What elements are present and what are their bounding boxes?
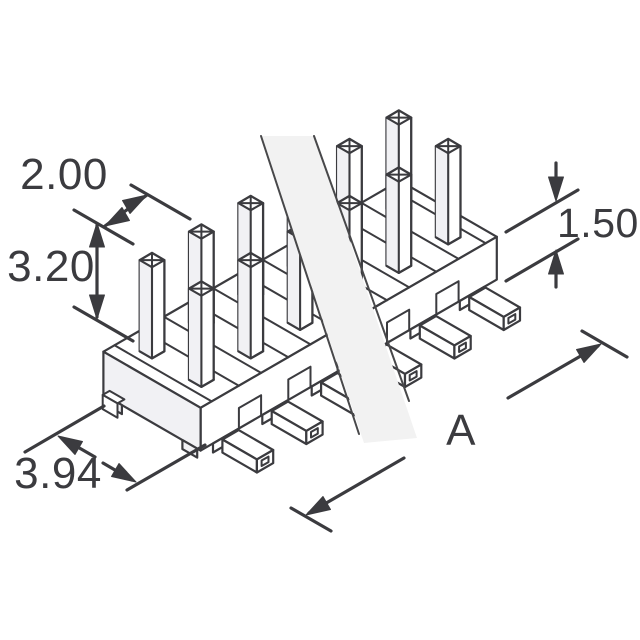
pin-left-face xyxy=(189,288,202,387)
lead-end-face xyxy=(453,334,472,360)
pin-edge xyxy=(397,173,413,183)
ext-line xyxy=(129,183,192,221)
break-band-right-edge xyxy=(313,135,410,402)
smt-leads xyxy=(221,286,522,474)
pin-edge xyxy=(200,230,215,240)
arrowhead xyxy=(89,294,105,320)
pin-edge xyxy=(397,264,413,274)
pin-edge xyxy=(447,236,462,246)
dim-pitch-label: 2.00 xyxy=(20,150,108,199)
pin-left-face xyxy=(386,174,399,273)
pin-edge xyxy=(447,145,462,155)
pin-edge xyxy=(434,145,450,155)
lead-channel-opening xyxy=(507,313,517,325)
pin-edge xyxy=(138,350,154,360)
pin-edge xyxy=(200,287,215,297)
dim-pin-height-label: 3.20 xyxy=(7,242,95,291)
ext-line xyxy=(23,404,106,454)
dim-body-height-label: 1.50 xyxy=(557,200,639,246)
pin-edge xyxy=(200,378,215,388)
pin-edge xyxy=(187,230,203,240)
pin-edge xyxy=(348,202,363,212)
arrowhead xyxy=(548,249,564,275)
dim-body-depth-label: 3.94 xyxy=(14,449,102,498)
pin-left-face xyxy=(287,231,301,330)
pin-edge xyxy=(187,378,203,388)
arrowhead xyxy=(576,343,602,363)
lead-channel-opening xyxy=(408,370,418,382)
pin-edge xyxy=(385,173,400,183)
ext-line xyxy=(580,329,629,359)
front-notch xyxy=(287,365,312,401)
pin-left-face xyxy=(139,260,152,359)
pin-edge xyxy=(237,202,252,212)
lead-channel-opening xyxy=(310,427,319,439)
back-lead-tab-side xyxy=(101,393,119,419)
ext-line xyxy=(504,237,580,283)
pin-edge xyxy=(150,259,166,269)
arrowhead xyxy=(89,222,105,248)
dimension-lines xyxy=(23,161,629,533)
front-notch xyxy=(435,280,460,315)
ext-line xyxy=(504,188,580,234)
pin-edge xyxy=(348,145,363,155)
lead-channel-opening xyxy=(260,455,270,467)
front-notch xyxy=(386,308,411,344)
pin-edge xyxy=(150,350,166,360)
connector-isometric-art xyxy=(23,109,629,533)
top-groove xyxy=(113,344,213,403)
pin-left-face xyxy=(435,146,449,245)
pin-edge xyxy=(434,236,450,246)
pin-edge xyxy=(336,145,351,155)
pin-edge xyxy=(249,350,265,360)
dim-overall-length-label: A xyxy=(446,406,476,455)
front-notch xyxy=(237,394,263,429)
ext-line xyxy=(72,305,135,343)
lead-end-face xyxy=(305,420,324,446)
pin-edge xyxy=(249,259,265,269)
arrowhead xyxy=(111,463,137,483)
lead-end-face xyxy=(403,363,423,389)
body-end-face xyxy=(102,350,202,452)
ext-line xyxy=(289,506,333,533)
pin-edge xyxy=(187,287,203,297)
dimension-labels: 2.00 3.20 1.50 3.94 A xyxy=(7,150,639,498)
break-band xyxy=(260,135,417,443)
pin-edge xyxy=(237,259,252,269)
break-band-left-edge xyxy=(260,135,360,435)
lead-end-face xyxy=(502,306,522,332)
pin-edge xyxy=(385,116,400,126)
pin-left-face xyxy=(238,260,251,359)
pin-edge xyxy=(249,202,265,212)
pin-edge xyxy=(385,264,400,274)
pin-edge xyxy=(237,350,252,360)
arrowhead xyxy=(548,176,564,202)
lead-channel-opening xyxy=(458,341,467,353)
arrowhead xyxy=(104,207,130,227)
arrowhead xyxy=(57,435,83,455)
pin-edge xyxy=(299,321,314,331)
ext-line xyxy=(125,443,207,492)
pin-edge xyxy=(286,321,302,331)
break-band-fill xyxy=(261,136,417,443)
arrowhead xyxy=(122,194,148,214)
arrowhead xyxy=(305,496,331,516)
lead-end-face xyxy=(255,448,275,474)
pin-edge xyxy=(138,259,154,269)
ext-line xyxy=(72,208,135,246)
pin-edge xyxy=(397,116,413,126)
